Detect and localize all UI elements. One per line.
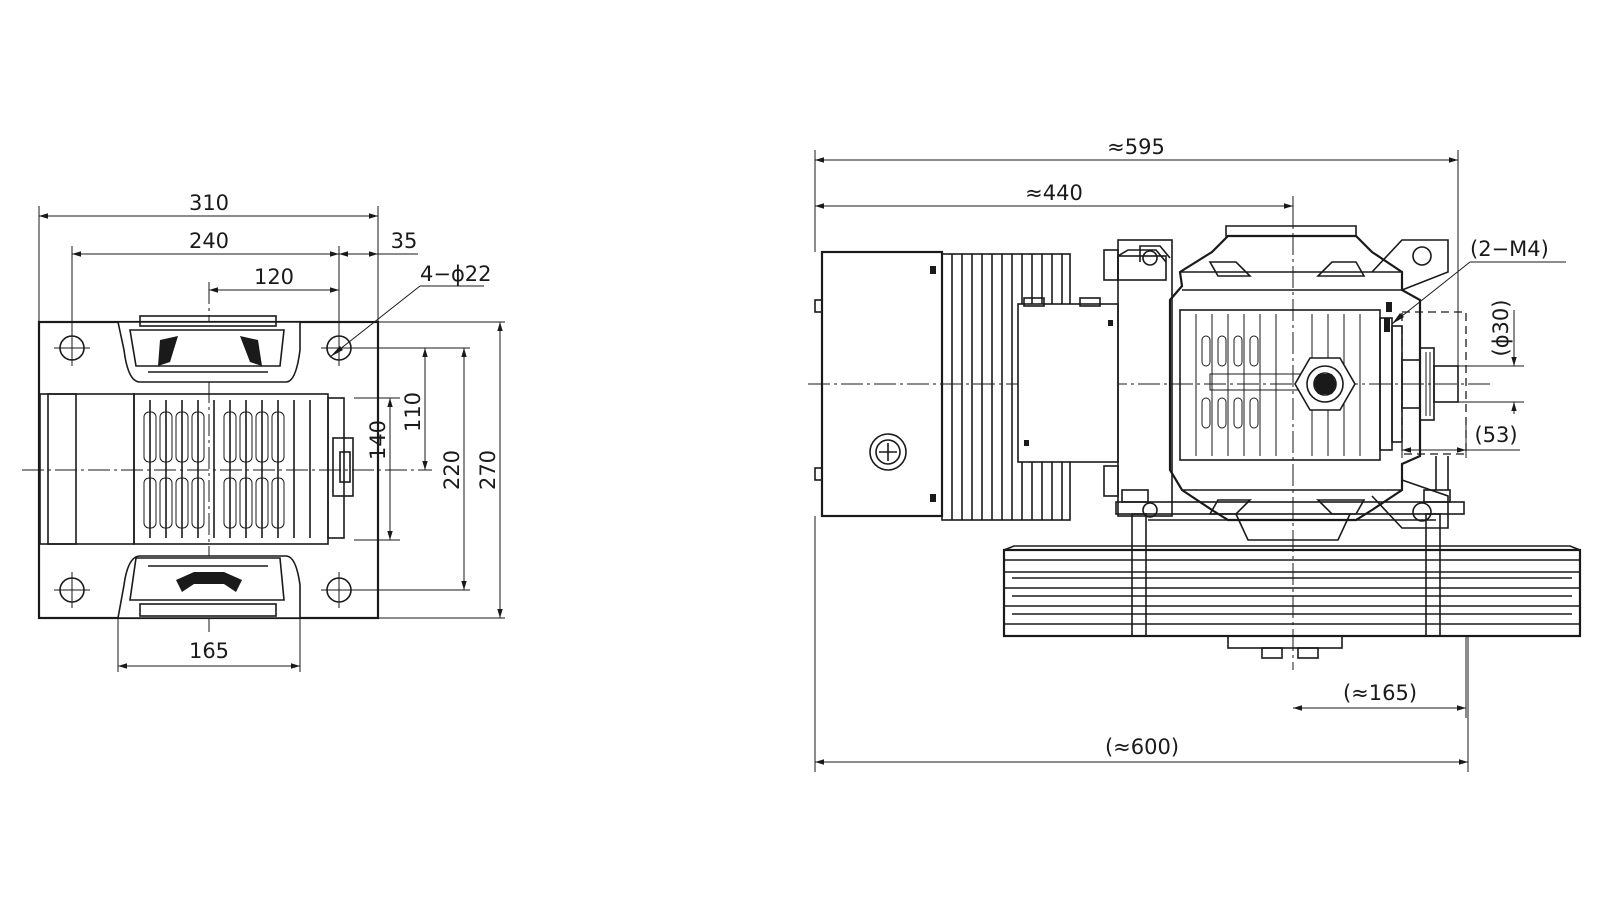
- dim-bolt-spacing-x: 240: [189, 229, 229, 253]
- dim-bottom-width: 165: [189, 639, 229, 663]
- dim-bolt-holes: 4−ϕ22: [420, 262, 492, 286]
- bottom-mount: [129, 557, 285, 617]
- dim-shaft-extension: (53): [1474, 423, 1517, 447]
- support-frame: [1115, 456, 1465, 637]
- dim-shaft-diameter: (ϕ30): [1489, 300, 1513, 357]
- dim-overall-height: 270: [476, 450, 500, 490]
- dim-overall-width: 310: [189, 191, 229, 215]
- side-view: 310 240 35 120 4−ϕ22 140 110: [22, 191, 505, 672]
- dim-overall-length: ≈595: [1107, 135, 1165, 159]
- dim-bolt-spacing-y: 220: [440, 450, 464, 490]
- terminal-box: [1017, 303, 1119, 463]
- cooling-ribs: [149, 400, 311, 538]
- dim-center-offset: 120: [254, 265, 294, 289]
- dim-height-110: 110: [401, 392, 425, 432]
- dim-edge-offset: 35: [391, 229, 418, 253]
- dim-total-length: (≈600): [1105, 735, 1179, 759]
- dim-body-length: ≈440: [1025, 181, 1083, 205]
- traction-sheave: [1002, 545, 1582, 659]
- front-view: ≈595 ≈440 (2−M4) (ϕ30) (53) (≈165) (≈600…: [808, 135, 1582, 772]
- gear-housing: [1168, 225, 1422, 522]
- dim-screw-holes: (2−M4): [1470, 237, 1549, 261]
- dim-sheave-offset: (≈165): [1343, 681, 1417, 705]
- top-mount: [129, 315, 285, 373]
- brake-cap: [869, 433, 907, 471]
- dim-height-140: 140: [366, 420, 390, 460]
